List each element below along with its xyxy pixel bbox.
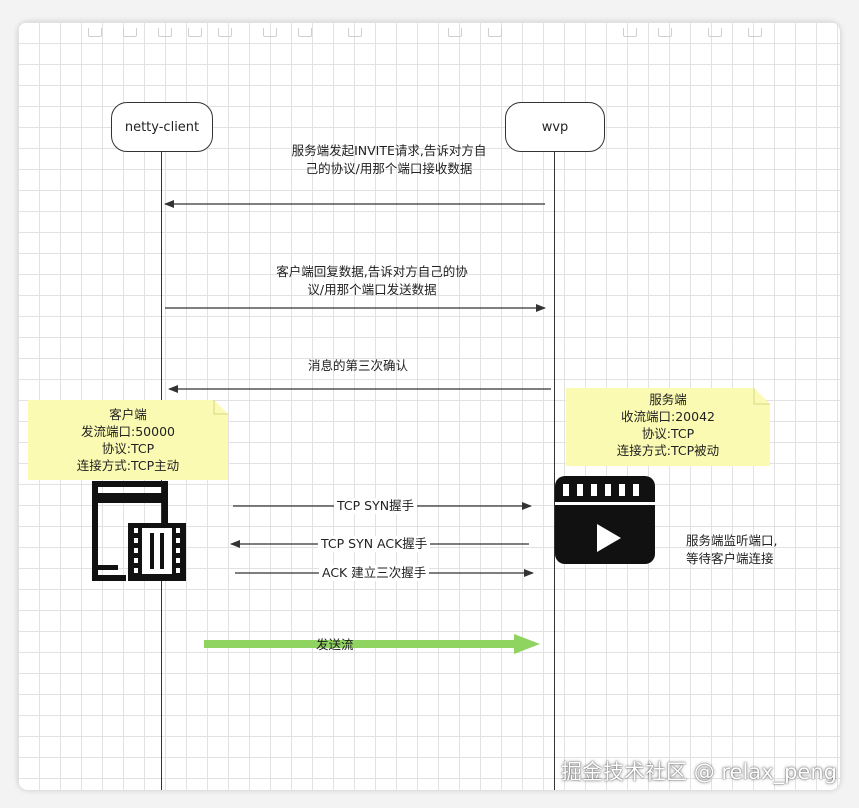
toolbar <box>48 22 840 44</box>
video-player-icon <box>555 476 655 564</box>
client-note-port: 发流端口:50000 <box>81 424 175 439</box>
server-note[interactable]: 服务端 收流端口:20042 协议:TCP 连接方式:TCP被动 <box>566 388 770 466</box>
toolbar-icon[interactable] <box>123 28 137 37</box>
stream-label: 发送流 <box>316 637 354 652</box>
client-note[interactable]: 客户端 发流端口:50000 协议:TCP 连接方式:TCP主动 <box>28 400 228 480</box>
actor-wvp[interactable]: wvp <box>505 102 605 152</box>
toolbar-icon[interactable] <box>188 28 202 37</box>
toolbar-icon[interactable] <box>748 28 762 37</box>
client-note-protocol: 协议:TCP <box>101 441 155 456</box>
ack-label: ACK 建立三次握手 <box>319 565 430 581</box>
actor-label: wvp <box>541 119 569 135</box>
toolbar-icon[interactable] <box>708 28 722 37</box>
actor-label: netty-client <box>124 119 200 135</box>
toolbar-icon[interactable] <box>623 28 637 37</box>
note-shape <box>28 400 228 480</box>
reply-message-line: 客户端回复数据,告诉对方自己的协 <box>276 264 468 279</box>
server-note-mode: 连接方式:TCP被动 <box>616 443 720 458</box>
client-note-mode: 连接方式:TCP主动 <box>76 458 180 473</box>
syn-ack-label: TCP SYN ACK握手 <box>318 536 431 552</box>
server-listen-line: 等待客户端连接 <box>686 551 774 566</box>
invite-message-line: 己的协议/用那个端口接收数据 <box>305 161 473 176</box>
server-listen-line: 服务端监听端口, <box>686 533 778 548</box>
toolbar-icon[interactable] <box>218 28 232 37</box>
toolbar-icon[interactable] <box>158 28 172 37</box>
stream-arrow <box>204 634 540 654</box>
toolbar-icon[interactable] <box>298 28 312 37</box>
invite-message-line: 服务端发起INVITE请求,告诉对方自 <box>291 143 487 158</box>
toolbar-icon[interactable] <box>348 28 362 37</box>
toolbar-icon[interactable] <box>448 28 462 37</box>
toolbar-icon[interactable] <box>488 28 502 37</box>
diagram-canvas: netty-client wvp 服务端发起INVITE请求,告诉对方自 己的协… <box>18 22 840 790</box>
watermark: 掘金技术社区 @ relax_peng <box>561 760 837 784</box>
invite-message: 服务端发起INVITE请求,告诉对方自 己的协议/用那个端口接收数据 <box>264 142 514 178</box>
server-listen-text: 服务端监听端口, 等待客户端连接 <box>686 532 802 568</box>
toolbar-icon[interactable] <box>88 28 102 37</box>
toolbar-icon[interactable] <box>658 28 672 37</box>
reply-message: 客户端回复数据,告诉对方自己的协 议/用那个端口发送数据 <box>252 263 492 299</box>
server-note-port: 收流端口:20042 <box>621 409 715 424</box>
server-lifeline <box>554 152 555 790</box>
client-stream-icon <box>92 481 186 581</box>
toolbar-icon[interactable] <box>263 28 277 37</box>
syn-label: TCP SYN握手 <box>334 498 418 514</box>
actor-netty-client[interactable]: netty-client <box>111 102 213 152</box>
reply-message-line: 议/用那个端口发送数据 <box>307 282 437 297</box>
server-note-protocol: 协议:TCP <box>641 426 695 441</box>
note-shape <box>566 388 770 466</box>
server-note-title: 服务端 <box>649 392 687 407</box>
confirm-message: 消息的第三次确认 <box>307 358 408 373</box>
client-note-title: 客户端 <box>109 407 147 422</box>
